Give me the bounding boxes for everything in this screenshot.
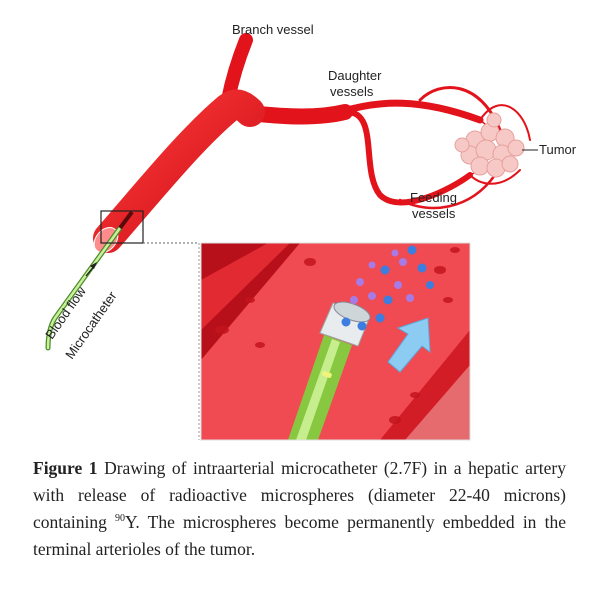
caption-text-continued: Y. The microspheres become permanently e… [33,512,566,559]
hepatic-artery [93,89,265,253]
label-daughter-vessels: Daughter [328,68,382,83]
microspheres [341,245,434,331]
label-feeding-vessels: Feeding [410,190,457,205]
label-tumor: Tumor [539,142,577,157]
caption-text: Drawing of intraarterial microcatheter (… [33,458,566,532]
isotope-superscript: 90 [115,513,126,525]
blood-flow-arrow-icon [85,262,97,277]
artery-opening [93,226,119,254]
microcatheter-diagram: Branch vessel Daughter vessels Tumor Fee… [42,22,577,441]
caption-label: Figure 1 [33,458,98,478]
tumor-mass [454,112,525,178]
label-daughter-vessels-2: vessels [330,84,374,99]
inset-magnified-view [201,243,470,440]
figure-caption: Figure 1 Drawing of intraarterial microc… [33,455,566,563]
label-feeding-vessels-2: vessels [412,206,456,221]
label-branch-vessel: Branch vessel [232,22,314,37]
flow-direction-arrow-icon [387,317,431,373]
zoom-box [100,210,144,244]
